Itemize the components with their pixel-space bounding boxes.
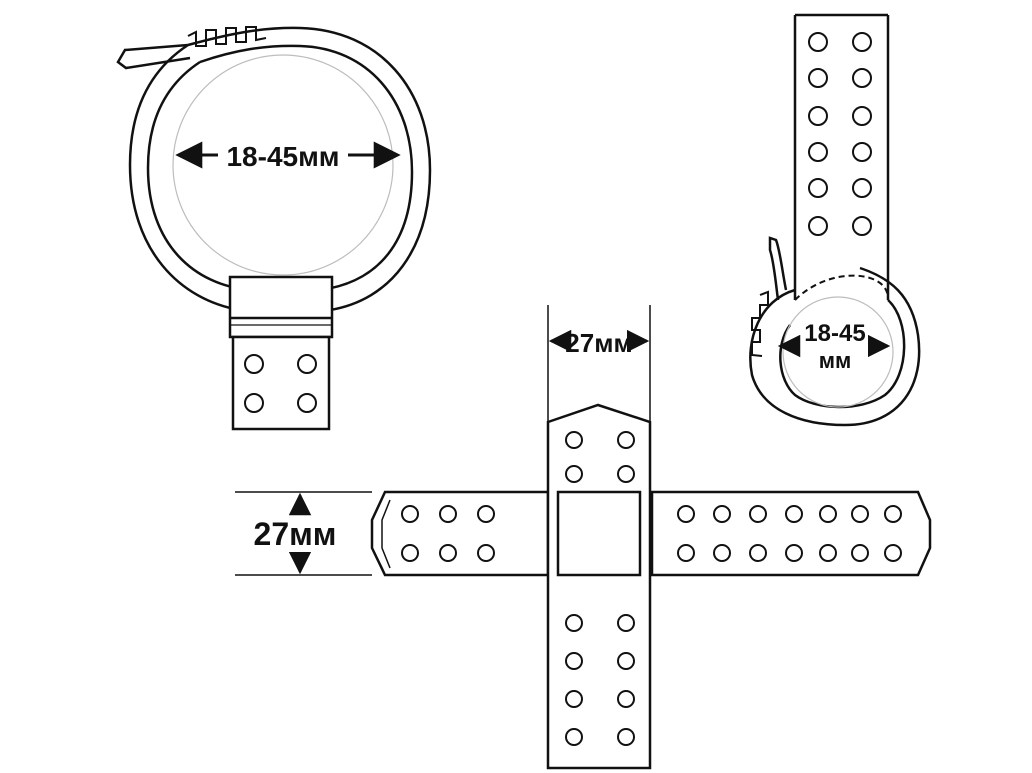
horizontal-strap-width-dimension: 27мм	[235, 491, 372, 576]
plate-holes-left	[244, 354, 317, 413]
vertical-strap-right	[749, 13, 921, 427]
vertical-strap-holes	[565, 431, 635, 746]
diameter-dimension-right: 18-45 мм	[777, 320, 891, 373]
horizontal-strap-width-label: 27мм	[254, 516, 337, 552]
vertical-strap-holes-right	[808, 32, 872, 236]
vertical-strap	[546, 403, 652, 770]
vertical-strap-width-dimension: 27мм	[547, 305, 651, 422]
ring-strap-left	[116, 26, 432, 312]
diameter-label-right-value: 18-45	[804, 320, 865, 347]
diameter-dimension-left: 18-45мм	[175, 141, 401, 172]
diameter-label-right-unit: мм	[819, 348, 852, 373]
square-plate-left	[228, 275, 334, 431]
horizontal-strap-holes	[401, 505, 902, 562]
diameter-label-left: 18-45мм	[226, 141, 339, 172]
vertical-strap-width-label: 27мм	[565, 328, 632, 358]
